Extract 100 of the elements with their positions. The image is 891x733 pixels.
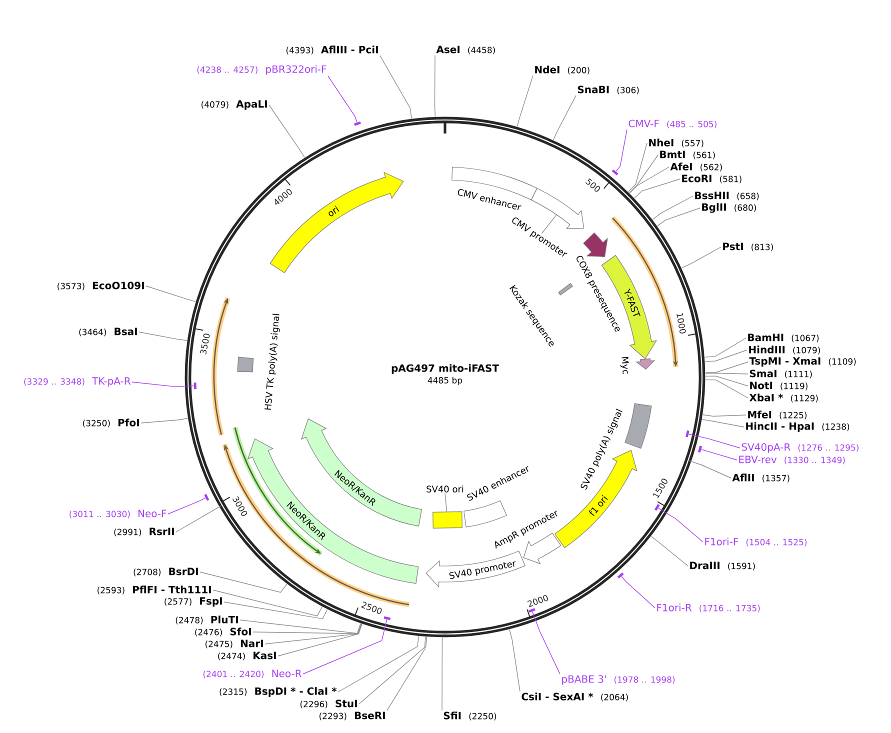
site-label: CsiI - SexAI * (2064) bbox=[522, 692, 628, 702]
primer-label: pBABE 3' (1978 .. 1998) bbox=[562, 675, 675, 685]
leader-line bbox=[444, 492, 448, 512]
site-label: (2476) SfoI bbox=[195, 628, 251, 636]
primer-mark bbox=[617, 572, 624, 579]
leader-line bbox=[509, 629, 520, 692]
site-label: BamHI (1067) bbox=[748, 334, 819, 342]
leader-line bbox=[168, 498, 206, 514]
leader-line bbox=[616, 129, 628, 172]
primer-label: SV40pA-R (1276 .. 1295) bbox=[742, 443, 858, 453]
leader-line bbox=[702, 419, 744, 428]
primer-mark bbox=[354, 122, 361, 126]
leader-line bbox=[634, 178, 680, 198]
leader-line bbox=[516, 75, 534, 127]
leader-line bbox=[200, 572, 288, 593]
site-label: HindIII (1079) bbox=[749, 346, 820, 354]
site-label: (2708) BsrDI bbox=[134, 568, 198, 576]
leader-line bbox=[138, 332, 188, 341]
primer-mark bbox=[528, 608, 536, 613]
site-label: AfeI (562) bbox=[670, 162, 722, 172]
primer-mark bbox=[194, 382, 196, 390]
primer-mark bbox=[654, 504, 660, 511]
site-label: (2478) PluTI bbox=[176, 616, 238, 624]
primer-mark bbox=[698, 446, 702, 453]
leader-line bbox=[328, 76, 358, 123]
leader-line bbox=[338, 636, 419, 692]
leader-line bbox=[240, 620, 361, 634]
site-label: XbaI * (1129) bbox=[749, 394, 818, 402]
primer-mark bbox=[612, 169, 618, 176]
primer-mark bbox=[686, 430, 690, 438]
site-label: EcoRI (581) bbox=[682, 174, 742, 184]
tick-label: 2000 bbox=[527, 594, 548, 608]
leader-line bbox=[652, 196, 694, 220]
site-label: DraIII (1591) bbox=[690, 562, 755, 570]
site-label: SnaBI (306) bbox=[578, 86, 639, 94]
site-label: NdeI (200) bbox=[535, 66, 590, 74]
primer-label: F1ori-F (1504 .. 1525) bbox=[705, 538, 807, 546]
tick-label: 1000 bbox=[676, 313, 686, 334]
site-label: (2296) StuI bbox=[300, 700, 357, 708]
leader-line bbox=[629, 154, 658, 194]
leader-line bbox=[541, 214, 557, 234]
site-label: PstI (813) bbox=[723, 242, 773, 252]
leader-line bbox=[146, 286, 196, 302]
primer-label: CMV-F (485 .. 505) bbox=[628, 120, 716, 128]
feature-box bbox=[432, 511, 462, 529]
primer-mark bbox=[384, 616, 391, 620]
site-label: (2577) FspI bbox=[164, 597, 222, 607]
leader-line bbox=[224, 602, 328, 620]
leader-line bbox=[176, 505, 222, 532]
leader-line bbox=[705, 362, 748, 373]
site-label: (3464) BsaI bbox=[79, 328, 137, 336]
leader-line bbox=[688, 434, 740, 448]
leader-line bbox=[252, 623, 362, 634]
leader-line bbox=[621, 576, 656, 608]
feature-label: Myc bbox=[620, 356, 629, 374]
site-label: AseI (4458) bbox=[436, 46, 495, 54]
leader-line bbox=[658, 508, 704, 542]
leader-line bbox=[264, 624, 362, 644]
feature-band bbox=[531, 188, 584, 229]
leader-line bbox=[704, 338, 746, 358]
primer-label: EBV-rev (1330 .. 1349) bbox=[739, 456, 845, 464]
primer-label: (3329 .. 3348) TK-pA-R bbox=[24, 377, 131, 387]
tick-label: 3500 bbox=[200, 334, 210, 354]
tick-label: 500 bbox=[586, 178, 600, 192]
site-label: (3573) EcoO109I bbox=[58, 282, 144, 290]
leader-line bbox=[386, 636, 427, 711]
feature-band: SV40 promoter bbox=[426, 550, 526, 588]
leader-line bbox=[442, 637, 443, 711]
leader-line bbox=[629, 166, 670, 194]
leader-line bbox=[705, 372, 748, 374]
site-label: (2474) KasI bbox=[218, 652, 276, 660]
primer-label: (3011 .. 3030) Neo-F bbox=[70, 510, 166, 518]
leader-line bbox=[552, 95, 576, 140]
site-label: HincII - HpaI (1238) bbox=[746, 422, 850, 432]
site-label: (2293) BseRI bbox=[320, 712, 385, 720]
leader-line bbox=[132, 382, 194, 387]
leader-line bbox=[657, 208, 700, 226]
leader-line bbox=[358, 636, 426, 704]
leader-line bbox=[702, 414, 746, 417]
leader-line bbox=[628, 142, 648, 192]
leader-line bbox=[434, 55, 436, 117]
site-label: (3250) PfoI bbox=[83, 418, 139, 428]
leader-line bbox=[380, 55, 412, 119]
site-label: (2593) PflFI - Tth111I bbox=[98, 586, 211, 594]
primer-mark bbox=[204, 494, 210, 501]
leader-line bbox=[268, 104, 305, 158]
plasmid-size: 4485 bp bbox=[428, 376, 462, 386]
leader-line bbox=[705, 379, 748, 398]
feature-label: CMV enhancer bbox=[458, 189, 522, 210]
site-label: SmaI (1111) bbox=[750, 370, 812, 378]
leader-line bbox=[681, 246, 722, 268]
leader-line bbox=[278, 624, 362, 656]
primer-label: F1ori-R (1716 .. 1735) bbox=[657, 604, 760, 612]
plasmid-name: pAG497 mito-iFAST bbox=[392, 364, 499, 374]
site-label: AflII (1357) bbox=[732, 474, 790, 482]
leader-line bbox=[688, 460, 732, 478]
leader-line bbox=[704, 350, 748, 362]
leader-line bbox=[302, 619, 388, 674]
leader-line bbox=[705, 376, 748, 386]
site-label: TspMI - XmaI (1109) bbox=[749, 357, 856, 367]
